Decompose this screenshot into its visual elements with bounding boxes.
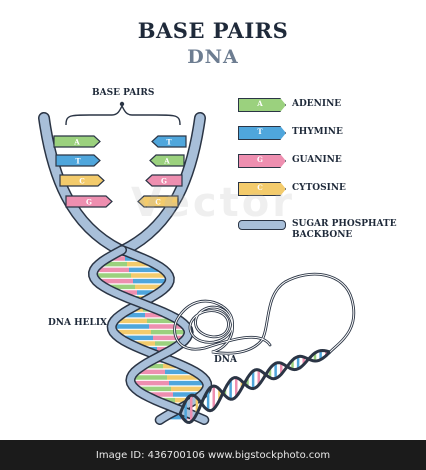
diagram-subtitle: DNA bbox=[187, 46, 239, 68]
legend-swatch-adenine bbox=[238, 98, 286, 112]
dna-label: DNA bbox=[214, 355, 238, 365]
legend-swatch-thymine bbox=[238, 126, 286, 140]
diagram-title: BASE PAIRS bbox=[137, 18, 289, 43]
legend-label-guanine: GUANINE bbox=[292, 155, 342, 165]
base-pair-left-0-letter: A bbox=[73, 138, 80, 147]
mini-helix bbox=[178, 348, 332, 425]
backbone-legend-line2: BACKBONE bbox=[292, 230, 353, 240]
base-pair-left-1 bbox=[55, 154, 101, 167]
dna-helix-label: DNA HELIX bbox=[48, 318, 108, 328]
legend-swatch-backbone bbox=[238, 220, 286, 230]
helix-strand-1 bbox=[89, 246, 208, 424]
legend-swatch-guanine bbox=[238, 154, 286, 168]
base-pair-left-2 bbox=[59, 174, 105, 187]
watermark-text: Vector bbox=[131, 180, 295, 226]
base-pair-right-1-letter: A bbox=[163, 157, 170, 166]
base-pairs-label: BASE PAIRS bbox=[92, 88, 155, 98]
base-pair-right-0 bbox=[151, 135, 187, 148]
helix-strand-0 bbox=[108, 246, 211, 424]
base-pair-right-1 bbox=[149, 154, 185, 167]
base-pair-left-0 bbox=[53, 135, 101, 148]
legend-swatch-adenine-letter: A bbox=[257, 99, 263, 108]
left-base-pairs: A T C G bbox=[53, 135, 113, 208]
base-pair-left-2-letter: C bbox=[79, 177, 85, 186]
stock-banner-text: Image ID: 436700106 www.bigstockphoto.co… bbox=[95, 450, 331, 461]
base-pair-right-3-letter: C bbox=[155, 198, 161, 207]
base-pair-right-0-letter: T bbox=[166, 138, 172, 147]
base-pairs-brace bbox=[65, 101, 181, 126]
base-pair-left-3-letter: G bbox=[86, 198, 92, 207]
legend-swatch-cytosine-letter: C bbox=[257, 183, 263, 192]
legend-swatch-cytosine bbox=[238, 182, 286, 196]
base-pair-right-2 bbox=[145, 174, 183, 187]
base-pair-left-1-letter: T bbox=[75, 157, 81, 166]
right-base-pairs: T A G C bbox=[137, 135, 187, 208]
base-pair-right-3 bbox=[137, 195, 179, 208]
legend-label-adenine: ADENINE bbox=[292, 99, 342, 109]
backbone-legend-line1: SUGAR PHOSPHATE bbox=[292, 219, 397, 229]
legend-swatch-thymine-letter: T bbox=[257, 127, 263, 136]
base-pair-right-2-letter: G bbox=[161, 177, 167, 186]
mini-strand-1 bbox=[178, 348, 331, 415]
base-pair-left-3 bbox=[65, 195, 113, 208]
helix-strands bbox=[87, 245, 213, 425]
stock-banner bbox=[0, 440, 426, 470]
dna-tangled-strand bbox=[173, 272, 356, 355]
legend-swatch-guanine-letter: G bbox=[257, 155, 263, 164]
legend-label-cytosine: CYTOSINE bbox=[292, 183, 346, 193]
mini-strand-0 bbox=[178, 350, 332, 425]
legend-label-thymine: THYMINE bbox=[292, 127, 343, 137]
